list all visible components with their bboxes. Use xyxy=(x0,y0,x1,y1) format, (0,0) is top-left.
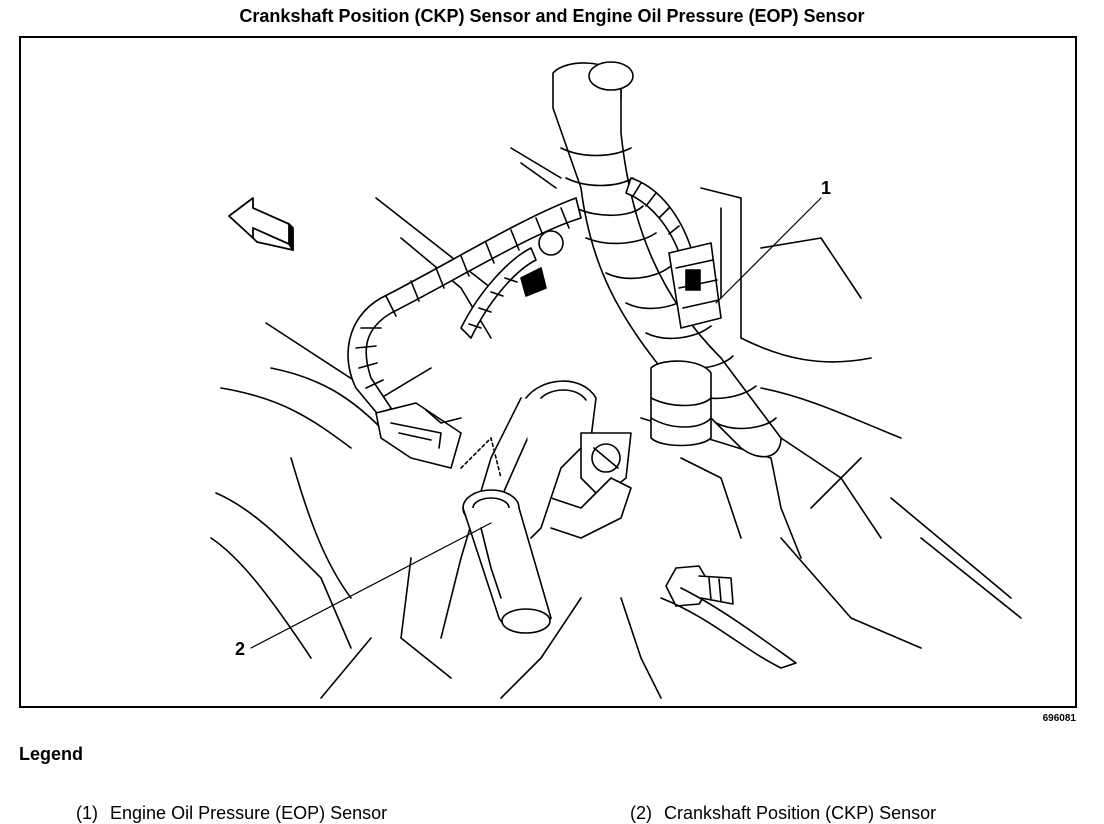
legend-item-ckp: (2) Crankshaft Position (CKP) Sensor xyxy=(620,782,936,824)
engine-illustration: 1 2 xyxy=(210,61,1022,699)
legend-heading: Legend xyxy=(19,744,84,764)
callout-2-label: 2 xyxy=(235,639,245,659)
callout-1-label: 1 xyxy=(821,178,831,198)
ckp-connector xyxy=(375,402,462,469)
figure-title: Crankshaft Position (CKP) Sensor and Eng… xyxy=(239,6,865,26)
illustration-frame: 1 2 xyxy=(19,36,1077,708)
eop-sensor xyxy=(650,242,722,447)
legend-item-number: (1) xyxy=(76,803,99,823)
ckp-sensor xyxy=(460,437,552,634)
stud-bolt xyxy=(660,565,797,669)
legend-item-number: (2) xyxy=(630,803,653,823)
engine-block-lines xyxy=(210,72,1022,699)
legend-item-label: Crankshaft Position (CKP) Sensor xyxy=(664,803,937,823)
callout-1-leader xyxy=(715,197,822,304)
legend-item-label: Engine Oil Pressure (EOP) Sensor xyxy=(110,803,388,823)
direction-arrow-icon xyxy=(228,197,294,251)
legend-item-eop: (1) Engine Oil Pressure (EOP) Sensor xyxy=(66,782,387,824)
harness-clip xyxy=(460,230,564,339)
figure-number: 696081 xyxy=(1042,713,1076,724)
callout-2-leader xyxy=(250,522,492,649)
mounting-bracket xyxy=(525,380,632,539)
